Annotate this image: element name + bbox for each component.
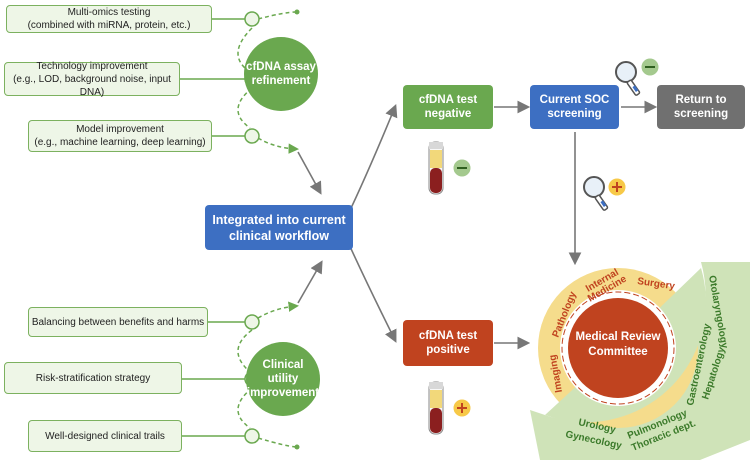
arrow-utility-to-center [297,260,323,304]
assay-item-title: Technology improvement [36,60,148,72]
utility-item-label: Well-designed clinical trails [45,430,165,442]
negative-line2: negative [424,108,472,120]
assay-item-model: Model improvement (e.g., machine learnin… [28,120,212,152]
magnifier-plus-icon [583,176,627,211]
assay-item-detail: (e.g., LOD, background noise, input DNA) [13,73,171,98]
assay-item-title: Model improvement [76,124,164,135]
arrow-assay-to-center [297,151,322,195]
committee-core [568,298,668,398]
blood-tube-plus-icon [428,381,472,435]
utility-item-benefits: Balancing between benefits and harms [28,307,208,337]
clinical-workflow-box: Integrated into current clinical workflo… [205,205,353,250]
cfdna-positive-box: cfDNA test positive [403,320,493,366]
return-line1: Return to [675,94,727,106]
utility-circle-line2: improvement [246,387,320,399]
node-dot [244,314,260,330]
assay-item-detail: (combined with miRNA, protein, etc.) [27,20,191,31]
assay-circle-line2: refinement [251,75,311,87]
dept-surgery: Surgery [637,276,676,292]
node-dot [244,11,260,27]
clinical-utility-circle: Clinical utility improvement [246,342,320,416]
node-dot [244,428,260,444]
assay-item-multiomics: Multi-omics testing (combined with miRNA… [6,5,212,33]
utility-item-risk: Risk-stratification strategy [4,362,182,394]
return-line2: screening [673,108,729,120]
blood-tube-minus-icon [428,141,472,195]
soc-line1: Current SOC [539,94,610,106]
medical-review-committee: Medical Review Committee [568,330,668,366]
assay-refinement-circle: cfDNA assay refinement [244,37,318,111]
committee-line1: Medical Review [575,331,661,343]
utility-item-label: Balancing between benefits and harms [31,316,205,328]
department-wheel [530,262,750,460]
assay-item-technology: Technology improvement (e.g., LOD, backg… [4,60,180,98]
soc-line2: screening [547,108,602,120]
center-line1: Integrated into current [212,212,346,227]
end-dot [294,9,300,15]
assay-item-detail: (e.g., machine learning, deep learning) [34,137,206,148]
committee-line2: Committee [588,346,648,358]
assay-item-title: Multi-omics testing [67,7,151,18]
node-dot [244,128,260,144]
positive-line2: positive [426,344,470,356]
positive-line1: cfDNA test [418,330,478,342]
utility-circle-line1: Clinical utility [262,359,304,385]
magnifier-minus-icon [615,57,660,96]
cfdna-negative-box: cfDNA test negative [403,85,493,129]
center-line2: clinical workflow [228,228,330,243]
utility-item-label: Risk-stratification strategy [35,372,151,384]
negative-line1: cfDNA test [418,94,478,106]
green-ring [530,262,750,460]
utility-item-trials: Well-designed clinical trails [28,420,182,452]
soc-screening-box: Current SOC screening [530,85,619,129]
end-dot [294,444,300,450]
assay-circle-line1: cfDNA assay [246,61,316,73]
return-screening-box: Return to screening [657,85,745,129]
assay-connectors [180,11,299,154]
